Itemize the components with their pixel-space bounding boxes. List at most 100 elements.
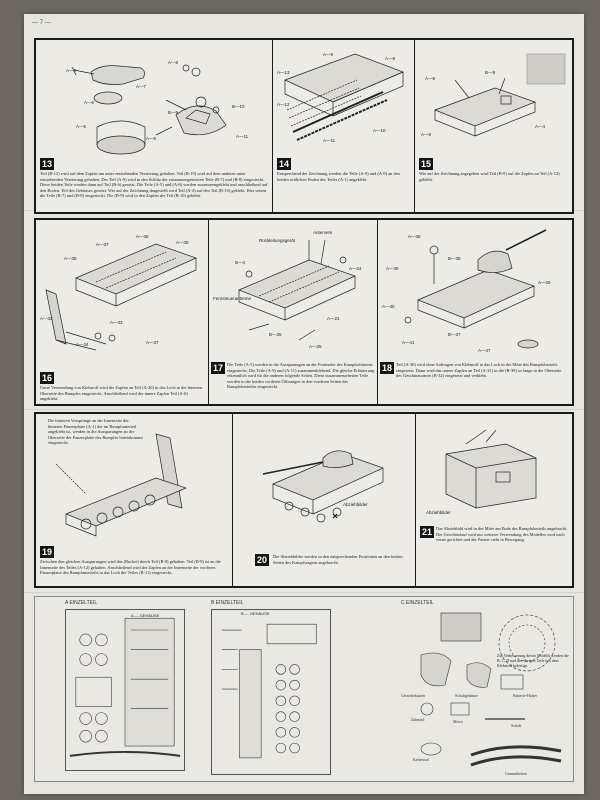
- part-label: A—8: [425, 76, 436, 81]
- part-label: A—24: [349, 266, 362, 271]
- part-c-label: Zahnrad: [411, 717, 425, 722]
- part-label: A—8: [421, 132, 432, 137]
- step-13-panel: A—8 A—8 A—7 A—6 B—9 B—10 A—11 A—5 A—5 13…: [36, 40, 272, 212]
- step-17-panel: Rückleitungsgerät Antennen Fernsteuerant…: [209, 220, 377, 404]
- fold-line: [24, 592, 584, 593]
- step-15-panel: A—8 B—9 A—8 A—4 15 Wie auf der Zeichnung…: [415, 40, 572, 212]
- part-label: A—9: [323, 52, 334, 57]
- parts-b-title: B EINZELTEIL: [211, 600, 244, 606]
- part-label: A—47: [478, 348, 491, 353]
- part-label: A—4: [535, 124, 546, 129]
- step-20-number: 20: [255, 554, 269, 566]
- part-c-label: Getriebekasten: [401, 693, 425, 698]
- step-15-caption: Wie auf der Zeichnung angegeben wird Tei…: [419, 171, 560, 182]
- step-13-caption: Teil (B-12) wird auf dem Zapfen am unter…: [40, 171, 268, 199]
- part-label: A—36: [136, 234, 149, 239]
- step-16-panel: A—38 A—37 A—36 A—35 A—32 A—33 A—34 A—37 …: [36, 220, 208, 404]
- sprue-b: [211, 609, 331, 775]
- sprue-a-tag: A — GEHÄUSE: [131, 613, 160, 618]
- part-label: A—5: [76, 124, 87, 129]
- part-label: A—36: [408, 234, 421, 239]
- part-label: A—12: [277, 102, 290, 107]
- part-label: A—6: [84, 100, 95, 105]
- part-label: Antennen: [313, 230, 333, 235]
- part-label: A—35: [176, 240, 189, 245]
- part-label: A—8: [385, 56, 396, 61]
- panel-divider: [272, 40, 273, 212]
- part-label: B—4: [235, 260, 246, 265]
- step-21-caption: Das Abziehbild wird in der Mitte am Ende…: [436, 526, 568, 543]
- part-label: B—9: [485, 70, 496, 75]
- panel-divider: [377, 220, 378, 404]
- step-20-illustration: [233, 414, 415, 550]
- step-17-caption: Die Teile (A-5) werden in die Aussparung…: [227, 362, 375, 390]
- part-label: B—26: [269, 332, 282, 337]
- part-label: A—37: [146, 340, 159, 345]
- part-label: A—8: [66, 68, 77, 73]
- sprue-b-tag: B — GEHÄUSE: [241, 611, 270, 616]
- steps-row-1: A—8 A—8 A—7 A—6 B—9 B—10 A—11 A—5 A—5 13…: [34, 38, 574, 214]
- step-16-number: 16: [40, 372, 54, 384]
- step-19-illustration: [36, 424, 232, 544]
- part-label: A—21: [327, 316, 340, 321]
- parts-section: A EINZELTEIL B EINZELTEIL C EINZELTEIL A…: [34, 596, 574, 782]
- part-label: Rückleitungsgerät: [259, 238, 296, 243]
- part-c-label: Schaltgehäuse: [455, 693, 478, 698]
- sprue-a: [65, 609, 185, 771]
- step-13-illustration: [36, 40, 272, 158]
- step-16-caption: Unter Verwendung von Klebstoff wird der …: [40, 385, 203, 402]
- step-18-panel: A—36 A—39 B—38 A—40 B—37 A—41 A—26 A—47 …: [378, 220, 572, 404]
- steps-row-3: Die hinteren Vorsprünge an der Innenseit…: [34, 412, 574, 588]
- step-21-illustration: [416, 414, 572, 524]
- part-label: A—39: [386, 266, 399, 271]
- step-19-caption: Zwischen den gleichen Aussparungen wird …: [40, 559, 221, 576]
- panel-divider: [232, 414, 233, 586]
- step-17-illustration: [209, 220, 377, 360]
- parts-a-title: A EINZELTEIL: [65, 600, 98, 606]
- part-c-label: Schaft: [511, 723, 522, 728]
- part-label: A—41: [402, 340, 415, 345]
- page-number: — 7 —: [32, 20, 51, 26]
- step-17-number: 17: [211, 362, 225, 374]
- parts-c-area: [391, 609, 569, 777]
- step-16-illustration: [36, 220, 208, 370]
- part-c-label: Gummiketten: [505, 771, 527, 776]
- part-label: A—25: [309, 344, 322, 349]
- step-18-illustration: [378, 220, 572, 360]
- panel-divider: [415, 414, 416, 586]
- part-label: A—5: [146, 136, 157, 141]
- step-19-note: Die hinteren Vorsprünge an der Innenseit…: [48, 418, 143, 446]
- part-label: A—26: [538, 280, 551, 285]
- part-label: A—13: [277, 70, 290, 75]
- part-label: B—10: [232, 104, 245, 109]
- step-21-panel: Abziehbilder 21 Das Abziehbild wird in d…: [416, 414, 572, 586]
- part-c-label: Kettenrad: [413, 757, 429, 762]
- step-14-illustration: [273, 40, 414, 158]
- part-label: B—38: [448, 256, 461, 261]
- step-14-panel: A—13 A—9 A—8 A—12 A—11 A—10 14 Entsprech…: [273, 40, 414, 212]
- parts-c-caption: Zur Verbesserung dieses Modells werden d…: [497, 653, 569, 668]
- step-18-number: 18: [380, 362, 394, 374]
- part-label: Abziehbilder: [343, 502, 368, 507]
- step-20-panel: Abziehbilder 20 Die Abziehbilder werden …: [233, 414, 415, 586]
- step-20-caption: Die Abziehbilder werden in den entsprech…: [273, 554, 403, 565]
- part-label: A—11: [236, 134, 249, 139]
- steps-row-2: A—38 A—37 A—36 A—35 A—32 A—33 A—34 A—37 …: [34, 218, 574, 406]
- panel-divider: [208, 220, 209, 404]
- part-label: Fernsteuerantenne: [213, 296, 252, 301]
- step-15-illustration: [415, 40, 572, 158]
- panel-divider: [414, 40, 415, 212]
- part-c-label: Motor: [453, 719, 463, 724]
- instruction-sheet: — 7 —: [24, 14, 584, 794]
- part-label: A—38: [64, 256, 77, 261]
- part-label: A—7: [136, 84, 147, 89]
- part-label: A—10: [373, 128, 386, 133]
- part-label: B—9: [168, 110, 179, 115]
- part-label: A—34: [76, 342, 89, 347]
- step-18-caption: Teil (A-30) wird ohne Auftragen von Kleb…: [396, 362, 562, 379]
- part-label: Abziehbilder: [426, 510, 451, 515]
- part-label: A—40: [382, 304, 395, 309]
- step-19-panel: Die hinteren Vorsprünge an der Innenseit…: [36, 414, 232, 586]
- part-label: A—8: [168, 60, 179, 65]
- part-label: A—11: [323, 138, 336, 143]
